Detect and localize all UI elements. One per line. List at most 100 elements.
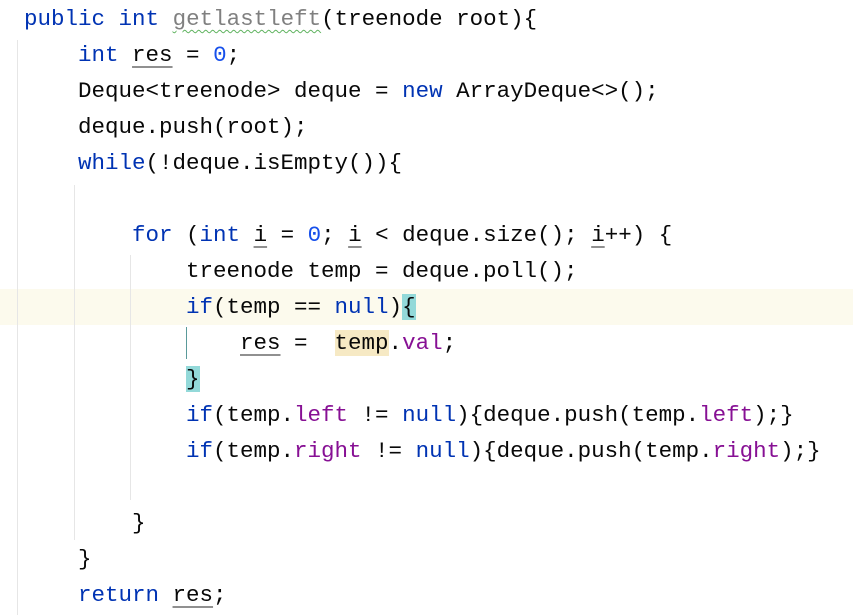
code-token-kw: for [132,222,173,248]
code-token: < deque.size(); [361,222,592,248]
code-token: != [348,402,403,428]
code-token: (!deque.isEmpty()){ [145,150,403,176]
code-line-content: while(!deque.isEmpty()){ [78,145,402,181]
code-line[interactable]: deque.push(root); [0,109,853,145]
code-token-kw: if [186,402,214,428]
code-token-kw: int [78,42,119,68]
code-token: ArrayDeque<>(); [442,78,659,104]
code-token-reassigned: i [591,222,605,248]
code-line[interactable]: res = temp.val; [0,325,853,361]
code-token: ; [213,582,227,608]
code-token-kw: if [186,438,214,464]
code-token: ++) { [604,222,673,248]
code-line-content: treenode temp = deque.poll(); [186,253,578,289]
code-line-content: res = temp.val; [240,325,456,361]
code-token: } [78,546,92,572]
code-token-kw: return [78,582,160,608]
code-token-num: 0 [307,222,322,248]
code-line-content: if(temp == null){ [186,289,416,325]
code-token: ){deque.push(temp. [469,438,713,464]
code-line[interactable]: treenode temp = deque.poll(); [0,253,853,289]
code-token: = [280,330,335,356]
code-token-kw: while [78,150,146,176]
code-token-reassigned: res [240,330,281,356]
code-line-content: } [78,541,92,577]
code-token-kw: null [402,402,457,428]
code-line-content: return res; [78,577,227,613]
indent-guide [130,255,131,500]
code-line-content: int res = 0; [78,37,240,73]
code-token-fld: val [402,330,443,356]
code-token [240,222,254,248]
code-token: = [172,42,214,68]
code-token: . [388,330,403,356]
code-line-content: } [186,361,200,397]
code-token-unused: getlastleft [172,6,322,32]
code-line[interactable]: int res = 0; [0,37,853,73]
code-token: ) [388,294,403,320]
code-token: );} [753,402,794,428]
code-token-fld: right [294,438,362,464]
code-token: treenode temp = deque.poll(); [186,258,578,284]
code-token: = [267,222,308,248]
code-token-fld: left [294,402,349,428]
code-line-content: deque.push(root); [78,109,308,145]
code-token: (temp == [213,294,335,320]
code-line-content: for (int i = 0; i < deque.size(); i++) { [132,217,672,253]
code-token: ; [442,330,457,356]
code-token-reassigned: i [253,222,268,248]
code-line[interactable]: } [0,361,853,397]
code-token [159,6,173,32]
code-token-kw: public [24,6,106,32]
code-line-content: if(temp.left != null){deque.push(temp.le… [186,397,794,433]
code-token: deque.push(root); [78,114,308,140]
code-token: (temp. [213,438,295,464]
code-token: ( [172,222,200,248]
code-token [119,42,133,68]
code-line[interactable]: for (int i = 0; i < deque.size(); i++) { [0,217,853,253]
code-token-match: { [402,294,416,320]
code-token: ){deque.push(temp. [456,402,700,428]
code-token: ; [226,42,241,68]
code-token: (treenode root){ [321,6,538,32]
code-token: (temp. [213,402,295,428]
code-token-kw: null [415,438,470,464]
code-token-ident: temp [334,330,389,356]
code-token-reassigned: res [172,582,214,608]
code-line[interactable]: } [0,541,853,577]
code-line-content: } [132,505,146,541]
code-line[interactable]: if(temp.left != null){deque.push(temp.le… [0,397,853,433]
code-line[interactable]: while(!deque.isEmpty()){ [0,145,853,181]
code-token [105,6,119,32]
code-line[interactable]: if(temp == null){ [0,289,853,325]
code-line[interactable]: Deque<treenode> deque = new ArrayDeque<>… [0,73,853,109]
code-line[interactable]: if(temp.right != null){deque.push(temp.r… [0,433,853,469]
code-line[interactable]: public int getlastleft(treenode root){ [0,1,853,37]
code-line-content: Deque<treenode> deque = new ArrayDeque<>… [78,73,659,109]
code-token-kw: new [402,78,443,104]
code-token: != [361,438,416,464]
code-token-kw: int [199,222,241,248]
code-line[interactable]: } [0,505,853,541]
code-line[interactable] [0,469,853,505]
code-token-kw: int [118,6,160,32]
indent-guide [74,185,75,540]
code-token-reassigned: res [132,42,173,68]
code-token-reassigned: i [348,222,362,248]
code-token: ; [321,222,349,248]
code-line[interactable]: return res; [0,577,853,613]
code-token-kw: null [334,294,389,320]
code-token [159,582,173,608]
code-token: );} [780,438,821,464]
code-line[interactable] [0,181,853,217]
active-indent-guide [186,327,187,359]
code-token-fld: right [712,438,781,464]
code-token-match: } [186,366,200,392]
code-token: Deque<treenode> deque = [78,78,403,104]
code-token-kw: if [186,294,214,320]
code-token-fld: left [699,402,754,428]
code-token: } [132,510,146,536]
code-line-content: public int getlastleft(treenode root){ [24,1,537,37]
code-line-content: if(temp.right != null){deque.push(temp.r… [186,433,821,469]
